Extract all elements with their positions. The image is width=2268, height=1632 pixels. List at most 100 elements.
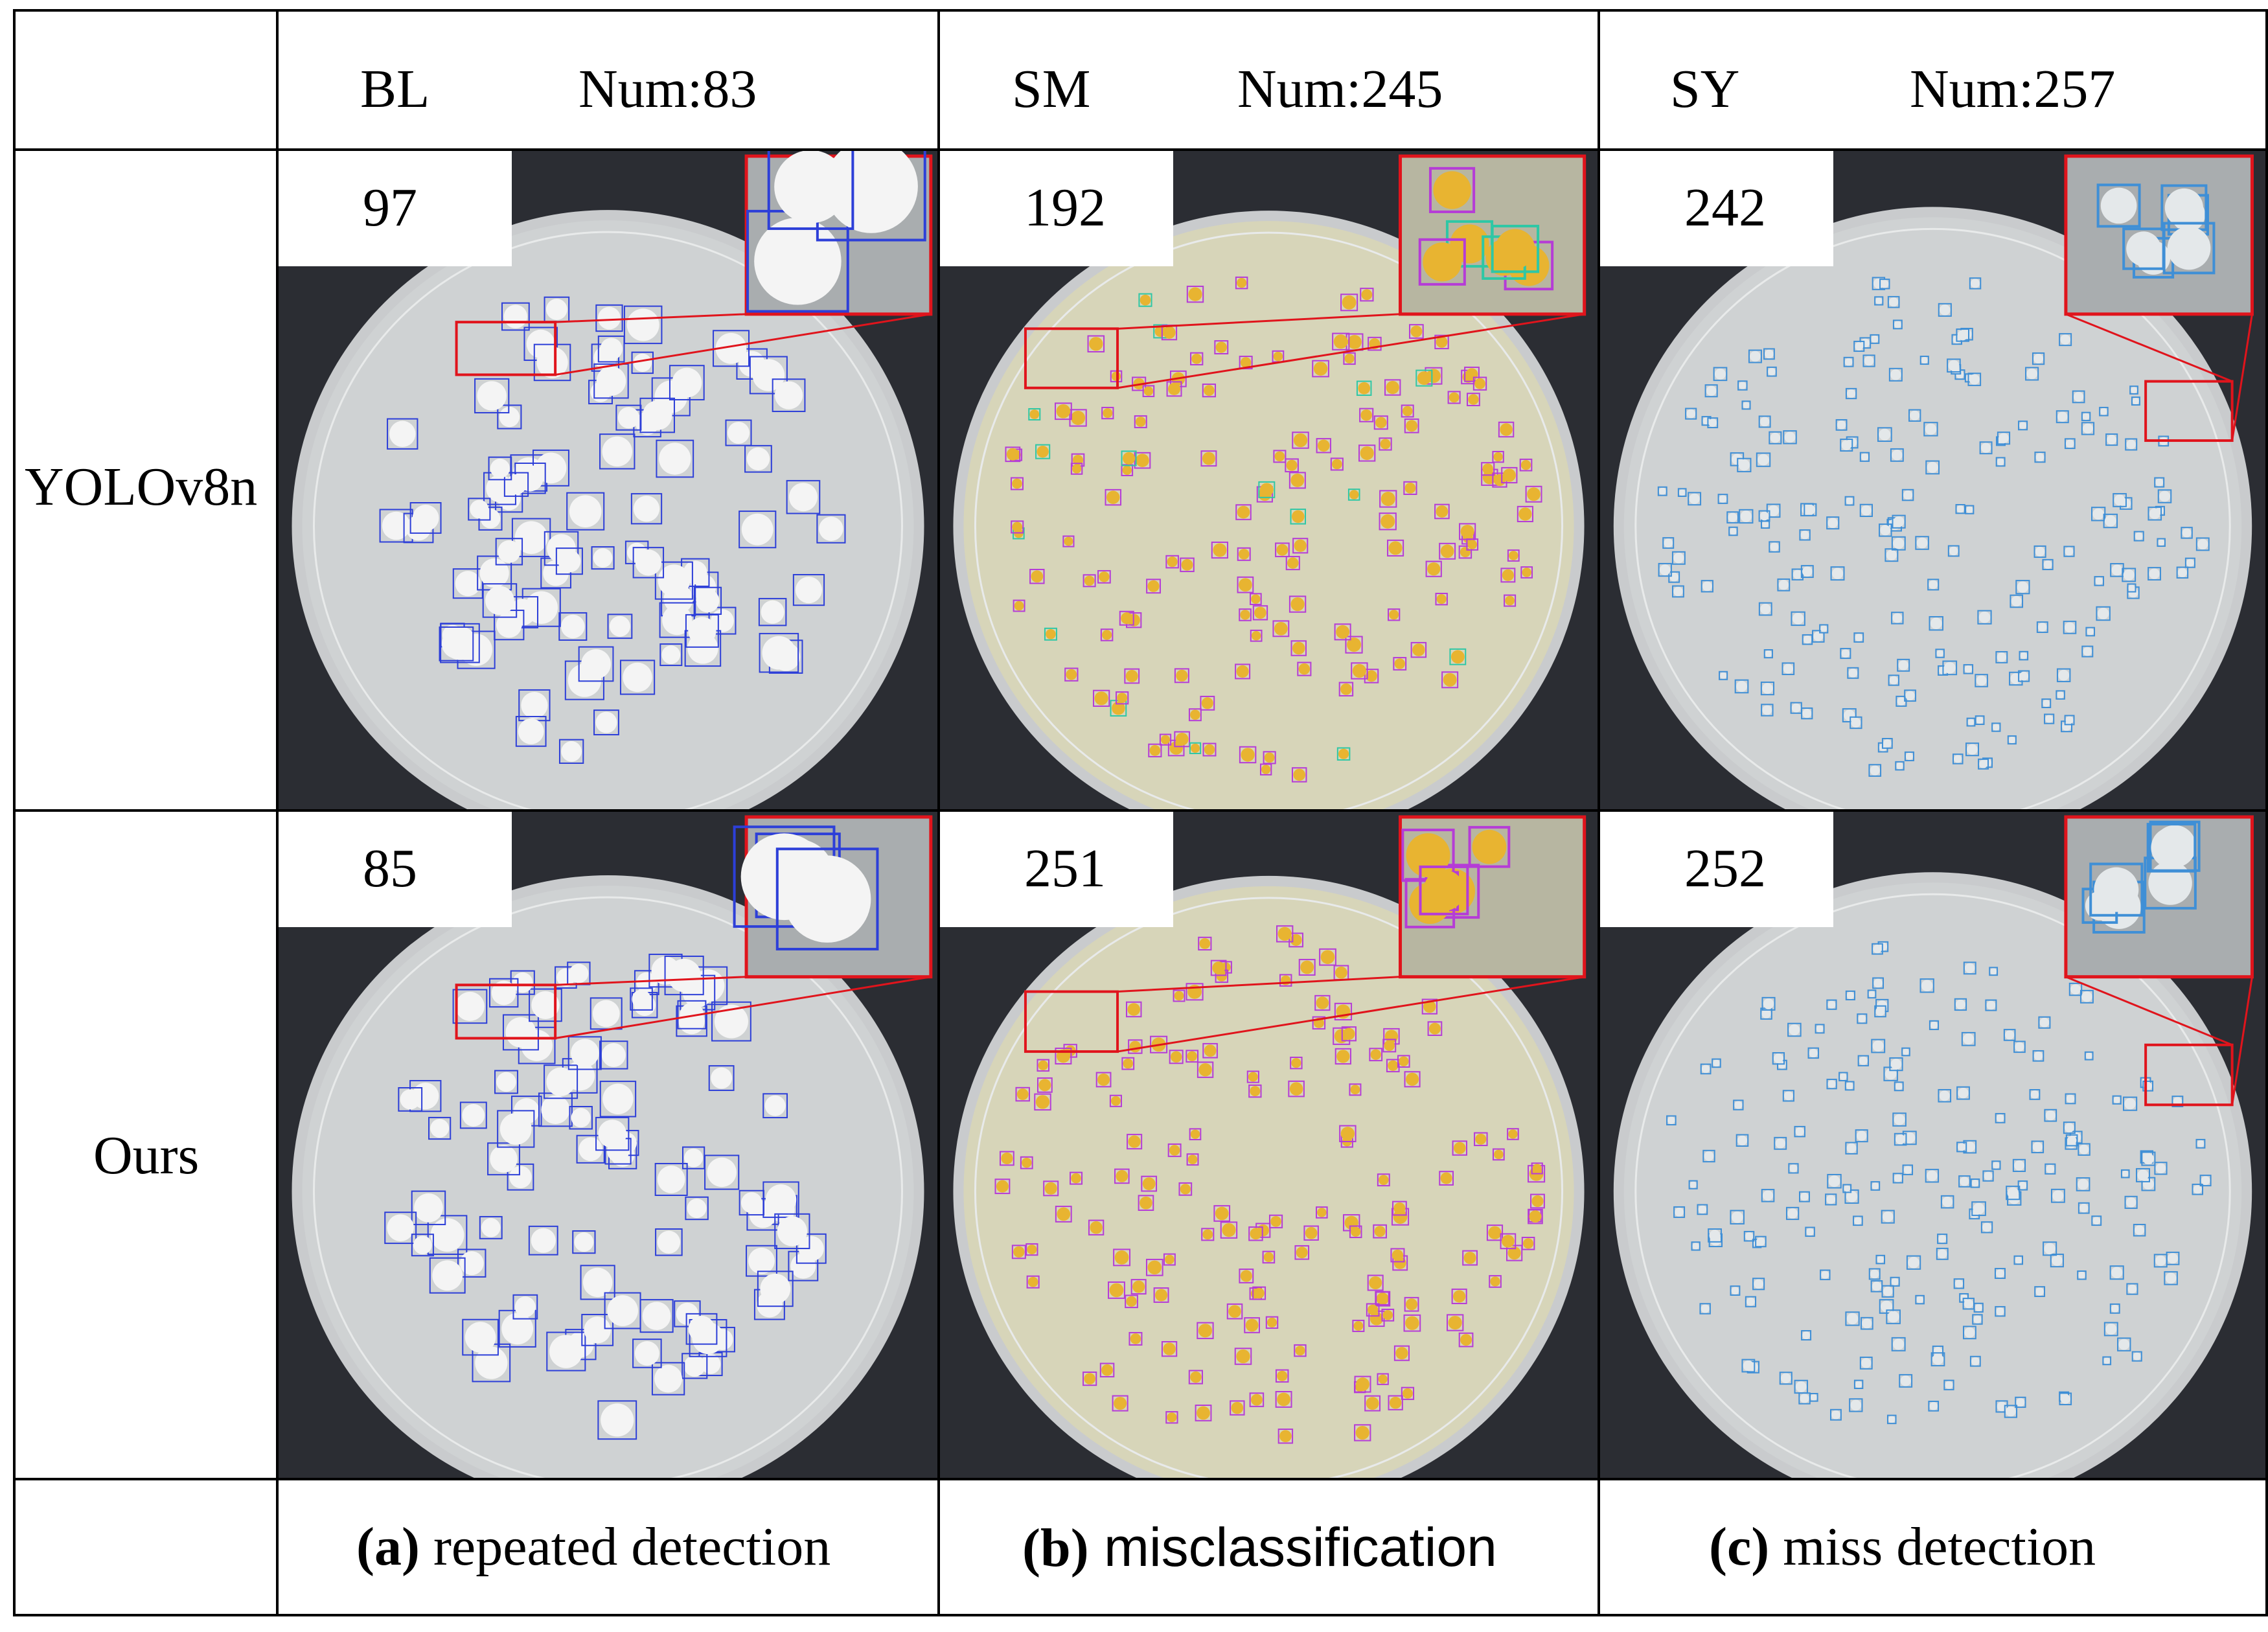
zoomed-colony: [824, 151, 918, 233]
detection-box: [1200, 450, 1217, 467]
colony: [1802, 709, 1812, 718]
colony: [1449, 392, 1460, 403]
highlight-region: [455, 321, 557, 376]
detection-box: [1099, 1362, 1115, 1377]
colony: [1412, 643, 1425, 656]
colony: [2058, 669, 2070, 681]
zoomed-detection-box: [767, 151, 854, 230]
colony: [2017, 581, 2029, 593]
detection-image-yolov8n-sm: 192: [940, 151, 1598, 809]
detection-box: [1134, 452, 1151, 469]
detection-box: [1474, 1132, 1488, 1147]
zoomed-detection-box: [2096, 183, 2141, 228]
colony: [1356, 1377, 1369, 1391]
colony: [2083, 423, 2093, 434]
detection-box: [2044, 1109, 2057, 1122]
colony: [1187, 1155, 1198, 1165]
colony: [2066, 1094, 2075, 1103]
detection-box: [1377, 1373, 1389, 1385]
colony: [1493, 452, 1503, 462]
colony: [2026, 368, 2037, 380]
colony: [1868, 991, 1875, 998]
colony: [1287, 557, 1299, 569]
detection-box: [1965, 742, 1980, 757]
colony: [654, 1364, 683, 1393]
detection-box: [1965, 505, 1975, 514]
colony: [1343, 1028, 1355, 1040]
detection-box: [1862, 354, 1875, 367]
detection-box: [1507, 549, 1520, 562]
colony: [2193, 1185, 2202, 1194]
count-box: 242: [1600, 151, 1833, 266]
detection-box: [593, 363, 629, 399]
detection-box: [1451, 1288, 1467, 1304]
colony: [1298, 663, 1311, 675]
colony: [1336, 625, 1350, 639]
colony: [1386, 380, 1399, 395]
colony: [1071, 464, 1082, 474]
colony: [688, 617, 716, 645]
zoomed-colony: [1423, 242, 1462, 282]
colony: [1888, 297, 1899, 307]
colony: [1839, 1073, 1847, 1081]
detection-box: [1237, 547, 1251, 561]
detection-box: [1956, 1142, 1967, 1153]
detection-box: [501, 302, 530, 331]
colony: [748, 1247, 775, 1274]
detection-box: [488, 978, 519, 1008]
colony: [1344, 353, 1355, 363]
detection-box: [1250, 629, 1263, 642]
colony: [521, 692, 548, 719]
colony: [1930, 617, 1942, 630]
detection-box: [632, 547, 665, 579]
detection-box: [1379, 512, 1397, 531]
colony: [1352, 663, 1366, 678]
colony: [470, 500, 489, 519]
detection-box: [1850, 716, 1862, 730]
colony: [1353, 1321, 1364, 1331]
colony: [1056, 404, 1071, 419]
detection-box: [1815, 1024, 1825, 1034]
colony: [1948, 360, 1960, 371]
colony: [667, 958, 701, 993]
detection-box: [786, 479, 821, 514]
detection-box: [1029, 568, 1045, 584]
colony: [505, 1017, 536, 1048]
detection-box: [2078, 1202, 2090, 1214]
colony: [1956, 505, 1964, 513]
detection-box: [1338, 682, 1354, 696]
colony: [509, 1166, 532, 1189]
detection-box: [2065, 1093, 2076, 1105]
colony: [430, 1119, 450, 1138]
colony: [1358, 382, 1371, 395]
colony: [1973, 1315, 1982, 1324]
detection-box: [1110, 370, 1123, 383]
colony: [2165, 1272, 2177, 1284]
detection-box: [510, 970, 535, 995]
detection-box: [1888, 674, 1899, 686]
detection-box: [1447, 1314, 1464, 1331]
detection-box: [1704, 384, 1718, 398]
colony: [2177, 568, 2188, 577]
colony: [2133, 1352, 2141, 1361]
colony: [1658, 487, 1666, 495]
colony: [1783, 1091, 1793, 1101]
zoom-connector: [555, 976, 747, 986]
detection-box: [2124, 1195, 2138, 1209]
colony: [518, 718, 544, 744]
detection-box: [1055, 402, 1072, 420]
colony: [1856, 1131, 1867, 1141]
detection-box: [1121, 450, 1137, 466]
colony: [1873, 944, 1882, 954]
detection-box: [693, 586, 722, 615]
colony: [1197, 1406, 1210, 1420]
colony: [1191, 353, 1202, 364]
colony: [1450, 650, 1465, 664]
colony: [1709, 1230, 1721, 1241]
colony: [455, 571, 481, 597]
colony: [1873, 978, 1883, 988]
colony: [1250, 1228, 1262, 1240]
detection-box: [685, 1196, 709, 1221]
detection-box: [1658, 562, 1672, 577]
detection-box: [1801, 707, 1813, 720]
